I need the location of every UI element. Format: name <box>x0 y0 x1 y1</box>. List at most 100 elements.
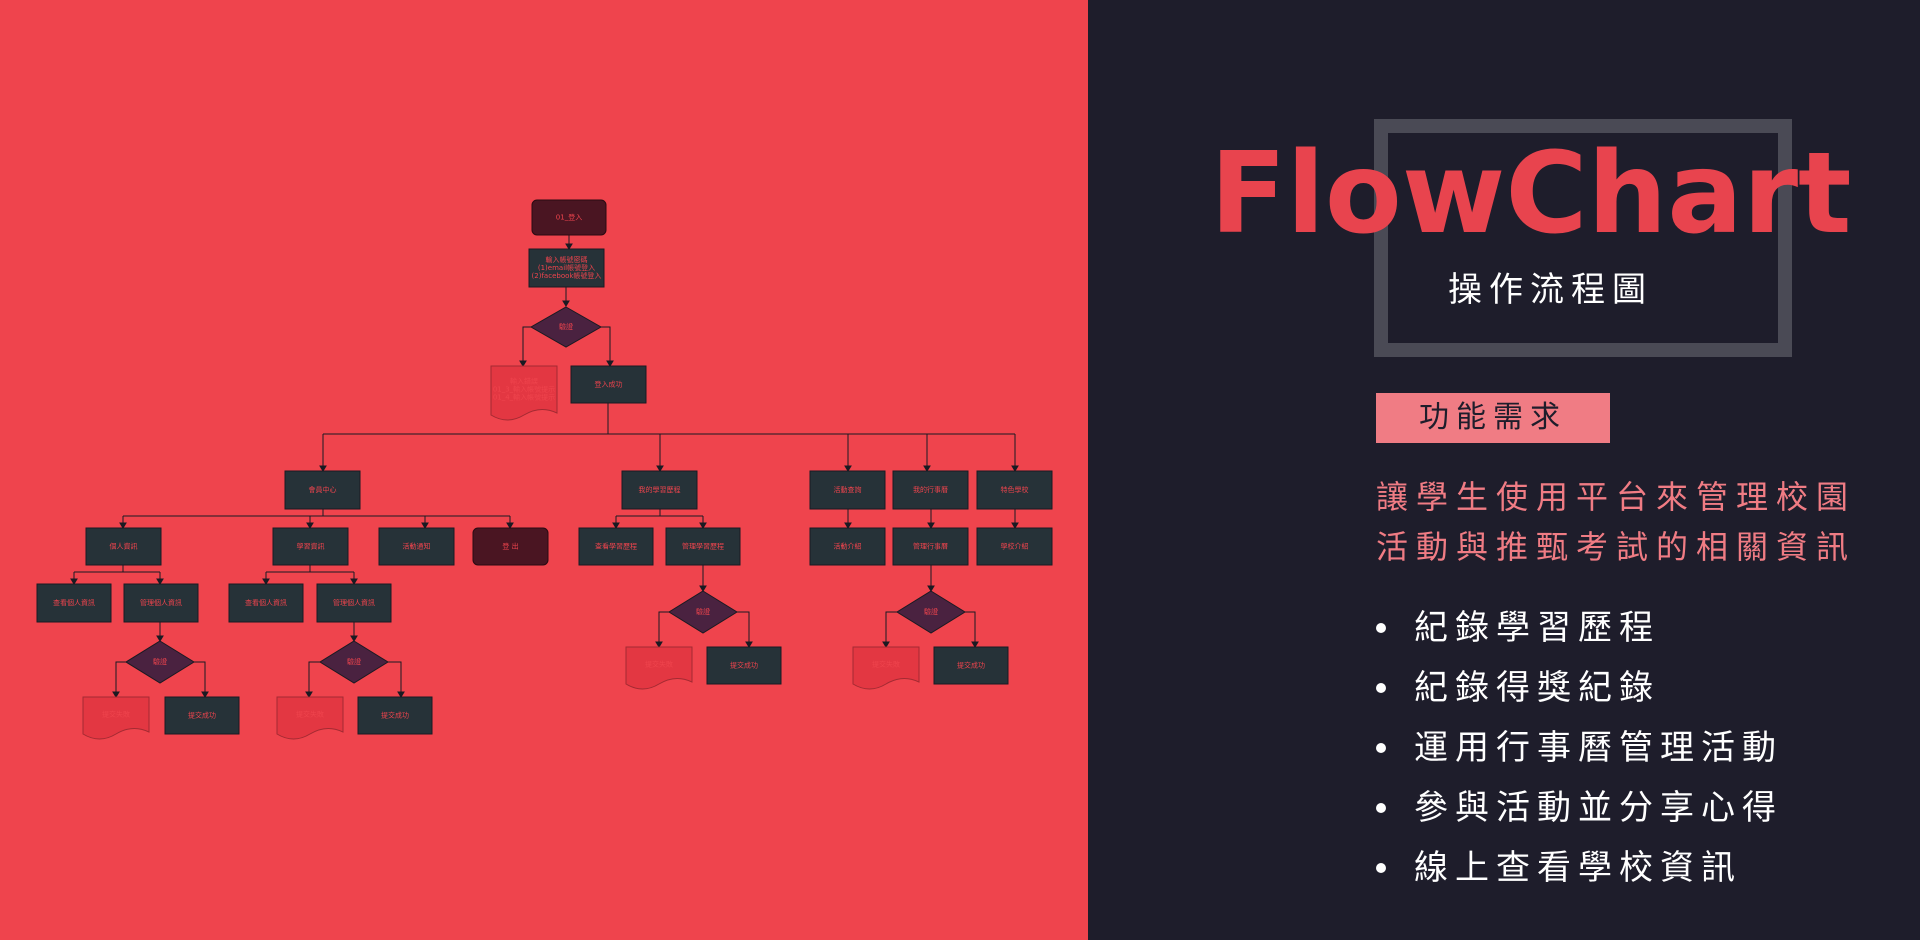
arrow-icon <box>927 585 935 592</box>
view-personal-node-shape <box>36 583 112 623</box>
learning-success-node: 提交成功 <box>357 696 433 735</box>
bullet-icon <box>1376 743 1386 753</box>
diagram-panel: 01_登入輸入帳號密碼(1)email帳號登入(2)facebook帳號登入驗證… <box>0 0 1088 940</box>
arrow-icon <box>1011 522 1019 529</box>
title-frame <box>1374 119 1792 357</box>
activity-search-node: 活動查詢 <box>809 470 886 510</box>
personal-fail-node-label: 提交失敗 <box>102 710 130 719</box>
learning-fail-node-label: 提交失敗 <box>296 710 324 719</box>
start-node: 01_登入 <box>531 199 607 236</box>
arrow-icon <box>699 585 707 592</box>
feature-label: 紀錄學習歷程 <box>1414 608 1660 648</box>
records-decision-shape <box>668 590 738 634</box>
personal-decision-label: 驗證 <box>153 657 167 666</box>
arrow-icon <box>306 522 314 529</box>
manage-personal-node: 管理個人資訊 <box>123 583 199 623</box>
personal-decision-shape <box>125 640 195 684</box>
bullet-icon <box>1376 863 1386 873</box>
learning-decision-shape <box>319 640 389 684</box>
arrow-icon <box>421 522 429 529</box>
learning-fail-node-shape <box>276 696 344 740</box>
activity-intro-node-label: 活動介紹 <box>834 542 862 551</box>
login-success-node: 登入成功 <box>570 365 647 404</box>
member-center-node: 會員中心 <box>284 470 361 510</box>
calendar-fail-node-label: 提交失敗 <box>872 660 900 669</box>
manage-records-node-shape <box>665 527 741 566</box>
arrow-icon <box>923 465 931 472</box>
logout-node: 登 出 <box>472 527 549 566</box>
arrow-icon <box>882 641 890 648</box>
calendar-fail-node: 提交失敗 <box>852 646 920 690</box>
view-records-node: 查看學習歷程 <box>578 527 654 566</box>
member-center-node-shape <box>284 470 361 510</box>
page-title: FlowChart <box>1210 129 1852 259</box>
connector <box>601 326 611 366</box>
personal-success-node-label: 提交成功 <box>188 711 216 720</box>
arrow-icon <box>1011 465 1019 472</box>
my-records-node: 我的學習歷程 <box>621 470 698 510</box>
view-personal-node: 查看個人資訊 <box>36 583 112 623</box>
records-fail-node-shape <box>625 646 693 690</box>
activity-notice-node-shape <box>378 527 455 566</box>
arrow-icon <box>565 243 573 250</box>
connector <box>965 611 976 647</box>
records-fail-node: 提交失敗 <box>625 646 693 690</box>
view-personal-node-label: 查看個人資訊 <box>53 598 95 607</box>
login-error-node-label: 01_3_輸入帳號提示 <box>493 385 555 394</box>
manage-calendar-node: 管理行事曆 <box>892 527 969 566</box>
logout-node-shape <box>472 527 549 566</box>
personal-info-node-label: 個人資訊 <box>110 542 138 551</box>
logout-node-label: 登 出 <box>502 542 518 551</box>
login-error-node-label: 01_4_輸入帳號提示 <box>493 393 555 402</box>
description-line: 活動與推甄考試的相關資訊 <box>1376 528 1857 566</box>
login-methods-node-label: (2)facebook帳號登入 <box>532 271 602 280</box>
connector <box>885 611 897 647</box>
arrow-icon <box>927 522 935 529</box>
records-decision: 驗證 <box>668 590 738 634</box>
arrow-icon <box>519 360 527 367</box>
connector <box>737 611 750 647</box>
bullet-icon <box>1376 683 1386 693</box>
calendar-decision-shape <box>896 590 966 634</box>
arrow-icon <box>156 578 164 585</box>
feature-item: 參與活動並分享心得 <box>1376 778 1783 838</box>
login-methods-node-shape <box>528 248 605 288</box>
activity-intro-node: 活動介紹 <box>809 527 886 566</box>
learning-success-node-label: 提交成功 <box>381 711 409 720</box>
calendar-success-node: 提交成功 <box>933 646 1009 685</box>
arrow-icon <box>606 360 614 367</box>
my-records-node-label: 我的學習歷程 <box>639 485 681 494</box>
school-intro-node-label: 學校介紹 <box>1001 542 1029 551</box>
feature-label: 參與活動並分享心得 <box>1414 788 1783 828</box>
activity-notice-node-label: 活動通知 <box>403 542 431 551</box>
login-decision: 驗證 <box>529 306 603 348</box>
school-intro-node-shape <box>976 527 1053 566</box>
arrow-icon <box>350 578 358 585</box>
calendar-decision-label: 驗證 <box>924 607 938 616</box>
requirements-badge: 功能需求 <box>1376 393 1610 443</box>
personal-fail-node-shape <box>82 696 150 740</box>
my-records-node-shape <box>621 470 698 510</box>
arrow-icon <box>397 691 405 698</box>
connector <box>194 661 206 697</box>
arrow-icon <box>844 522 852 529</box>
feature-list: 紀錄學習歷程 紀錄得獎紀錄 運用行事曆管理活動 參與活動並分享心得 線上查看學校… <box>1376 598 1783 898</box>
school-info-node: 特色學校 <box>976 470 1053 510</box>
arrow-icon <box>201 691 209 698</box>
arrow-icon <box>70 578 78 585</box>
records-success-node-shape <box>706 646 782 685</box>
login-success-node-label: 登入成功 <box>595 380 623 389</box>
learning-info-node-shape <box>272 527 349 566</box>
personal-success-node: 提交成功 <box>164 696 240 735</box>
start-node-label: 01_登入 <box>556 213 582 222</box>
arrow-icon <box>319 465 327 472</box>
login-error-node-label: 輸入錯誤 <box>510 377 538 386</box>
arrow-icon <box>656 465 664 472</box>
personal-success-node-shape <box>164 696 240 735</box>
school-info-node-label: 特色學校 <box>1001 485 1029 494</box>
login-methods-node-label: 輸入帳號密碼 <box>546 255 588 264</box>
learning-decision-label: 驗證 <box>347 657 361 666</box>
personal-info-node-shape <box>85 527 162 566</box>
arrow-icon <box>655 641 663 648</box>
